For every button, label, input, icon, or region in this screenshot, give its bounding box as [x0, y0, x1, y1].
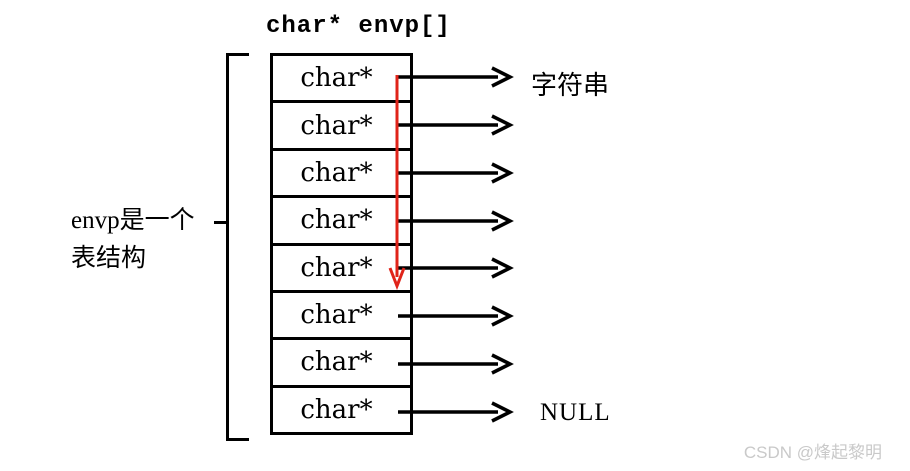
- bracket-label-tick: [214, 221, 228, 224]
- left-label-line1: envp是一个: [71, 207, 195, 234]
- table-cell: char*: [273, 289, 410, 337]
- red-arrow-stroke: [388, 75, 406, 291]
- arrow-right-icon: [398, 257, 514, 279]
- arrow-stroke: [398, 66, 514, 88]
- envp-table: char* char* char* char* char* char* char…: [270, 53, 413, 435]
- array-title: char* envp[]: [266, 13, 451, 40]
- cell-label: char*: [300, 205, 373, 236]
- arrow-right-icon: [398, 162, 514, 184]
- cell-label: char*: [300, 300, 373, 331]
- arrow-right-icon: [398, 353, 514, 375]
- table-cell: char*: [273, 337, 410, 384]
- arrow-stroke: [398, 257, 514, 279]
- cell-label: char*: [300, 252, 373, 283]
- arrow-right-icon: [398, 401, 514, 423]
- null-terminator-label: NULL: [540, 399, 611, 426]
- arrow-stroke: [398, 401, 514, 423]
- bracket-bottom-stub: [226, 438, 249, 441]
- cell-label: char*: [300, 110, 373, 141]
- red-traversal-arrow-icon: [388, 75, 406, 291]
- table-cell: char*: [273, 147, 410, 195]
- arrow-right-icon: [398, 114, 514, 136]
- string-pointer-label: 字符串: [531, 71, 610, 100]
- cell-label: char*: [300, 63, 373, 94]
- arrow-stroke: [398, 210, 514, 232]
- table-cell: char*: [273, 100, 410, 147]
- cell-label: char*: [300, 394, 373, 425]
- arrow-stroke: [398, 114, 514, 136]
- arrow-stroke: [398, 162, 514, 184]
- cell-label: char*: [300, 157, 373, 188]
- watermark: CSDN @烽起黎明: [743, 443, 882, 462]
- cell-label: char*: [300, 347, 373, 378]
- table-cell: char*: [273, 195, 410, 242]
- arrow-right-icon: [398, 305, 514, 327]
- table-cell: char*: [273, 56, 410, 100]
- left-label: envp是一个 表结构: [71, 202, 195, 278]
- left-label-line2: 表结构: [71, 245, 147, 272]
- arrow-stroke: [398, 353, 514, 375]
- bracket-vertical-line: [226, 53, 229, 441]
- bracket-top-stub: [226, 53, 249, 56]
- arrow-right-icon: [398, 210, 514, 232]
- arrow-stroke: [398, 305, 514, 327]
- arrow-right-icon: [398, 66, 514, 88]
- table-cell: char*: [273, 242, 410, 290]
- table-cell: char*: [273, 384, 410, 432]
